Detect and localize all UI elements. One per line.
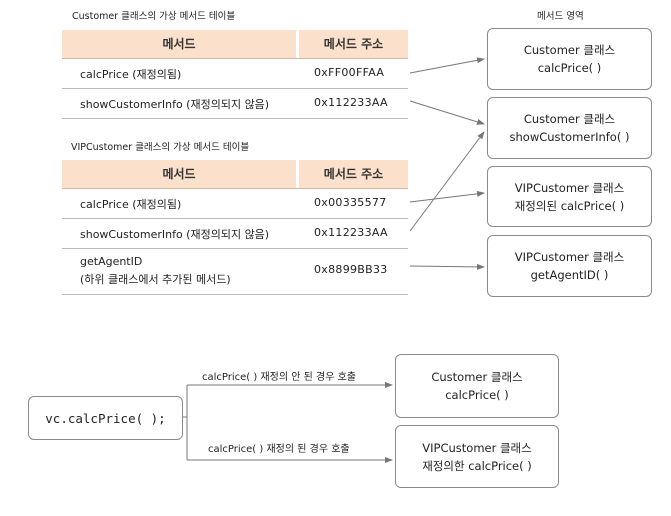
box-class-label: VIPCustomer 클래스 <box>422 440 532 455</box>
header-method: 메서드 <box>162 167 196 181</box>
box-class-label: Customer 클래스 <box>431 370 523 384</box>
method-cell: getAgentID <box>80 255 143 268</box>
address-cell: 0x00335577 <box>314 196 387 209</box>
table-header: 메서드 메서드 주소 <box>62 160 408 189</box>
method-cell: calcPrice (재정의됨) <box>80 68 182 81</box>
table-row: calcPrice (재정의됨) 0x00335577 <box>62 189 408 219</box>
header-address: 메서드 주소 <box>323 167 384 181</box>
arrow-label-not-overridden: calcPrice( ) 재정의 안 된 경우 호출 <box>202 372 356 383</box>
customer-vtable-title: Customer 클래스의 가상 메서드 테이블 <box>72 11 236 22</box>
call-target-customer: Customer 클래스 calcPrice( ) <box>395 354 559 418</box>
table-row: showCustomerInfo (재정의되지 않음) 0x112233AA <box>62 89 408 119</box>
box-method-label: calcPrice( ) <box>445 388 509 402</box>
box-method-label: getAgentID( ) <box>530 268 609 282</box>
arrow-customer-calcprice <box>409 57 485 74</box>
method-cell: calcPrice (재정의됨) <box>80 198 182 211</box>
vip-vtable-title: VIPCustomer 클래스의 가상 메서드 테이블 <box>71 142 250 153</box>
box-class-label: Customer 클래스 <box>523 112 616 126</box>
code-box: vc.calcPrice( ); <box>28 396 183 440</box>
arrow-vip-getagentid <box>409 263 485 270</box>
arrow-label-overridden: calcPrice( ) 재정의 된 경우 호출 <box>208 444 350 455</box>
method-box-customer-calcprice: Customer 클래스 calcPrice( ) <box>487 28 652 90</box>
address-cell: 0xFF00FFAA <box>314 66 385 79</box>
address-cell: 0x112233AA <box>314 96 388 109</box>
table-row: showCustomerInfo (재정의되지 않음) 0x112233AA <box>62 219 408 249</box>
box-method-label: showCustomerInfo( ) <box>509 130 630 144</box>
arrow-vip-calcprice <box>409 190 485 203</box>
call-target-vipcustomer: VIPCustomer 클래스 재정의한 calcPrice( ) <box>395 425 559 488</box>
box-method-label: calcPrice( ) <box>537 61 602 75</box>
arrow-vip-showcustomerinfo <box>409 131 485 232</box>
method-cell-note: (하위 클래스에서 추가된 메서드) <box>80 273 231 286</box>
box-class-label: Customer 클래스 <box>523 43 616 57</box>
header-method: 메서드 <box>162 37 196 51</box>
header-address: 메서드 주소 <box>323 37 384 51</box>
customer-vtable: 메서드 메서드 주소 calcPrice (재정의됨) 0xFF00FFAA s… <box>62 30 408 119</box>
box-class-label: VIPCustomer 클래스 <box>514 250 625 264</box>
address-cell: 0x8899BB33 <box>314 263 388 276</box>
address-cell: 0x112233AA <box>314 226 388 239</box>
table-header: 메서드 메서드 주소 <box>62 30 408 59</box>
box-method-label: 재정의한 calcPrice( ) <box>422 458 532 473</box>
vip-vtable: 메서드 메서드 주소 calcPrice (재정의됨) 0x00335577 s… <box>62 160 408 295</box>
method-cell: showCustomerInfo (재정의되지 않음) <box>80 228 270 241</box>
code-text: vc.calcPrice( ); <box>45 410 166 426</box>
box-method-label: 재정의된 calcPrice( ) <box>514 198 625 213</box>
method-box-vip-getagentid: VIPCustomer 클래스 getAgentID( ) <box>487 235 652 297</box>
method-cell: showCustomerInfo (재정의되지 않음) <box>80 98 270 111</box>
box-class-label: VIPCustomer 클래스 <box>514 180 625 195</box>
arrow-customer-showcustomerinfo <box>409 100 485 125</box>
table-row: getAgentID (하위 클래스에서 추가된 메서드) 0x8899BB33 <box>62 249 408 295</box>
method-box-customer-showcustomerinfo: Customer 클래스 showCustomerInfo( ) <box>487 97 652 159</box>
method-box-vip-calcprice: VIPCustomer 클래스 재정의된 calcPrice( ) <box>487 166 652 227</box>
table-row: calcPrice (재정의됨) 0xFF00FFAA <box>62 59 408 89</box>
method-area-title: 메서드 영역 <box>537 11 584 22</box>
